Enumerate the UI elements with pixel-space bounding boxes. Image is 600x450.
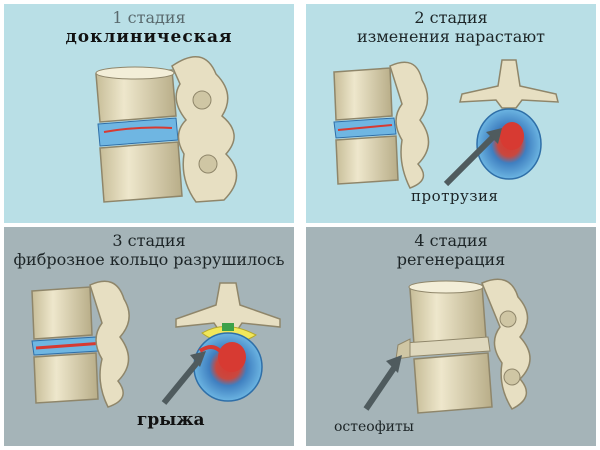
stage-3-panel: 3 стадия фиброзное кольцо разрушилось гр… [4,227,294,446]
stage-2-pointer-arrow-icon [443,131,499,187]
stage-3-illustration [31,280,281,408]
stage-1-vertebra-illustration [95,56,238,203]
stage-2-illustration [333,59,559,189]
stage-2-subtitle: изменения нарастают [356,27,546,46]
stage-4-pointer-arrow-icon [363,363,399,411]
stage-3-pointer-arrow-icon [161,357,203,405]
stage-1-panel: 1 стадия доклиническая [4,4,294,223]
stage-4-panel: 4 стадия регенерация остеофиты [306,227,596,446]
stage-2-title: 2 стадия [414,8,488,27]
stage-2-callout: протрузия [411,187,499,205]
stage-4-vertebra-illustration [363,278,531,414]
stage-1-subtitle: доклиническая [65,27,233,47]
stage-2-panel: 2 стадия изменения нарастают протрузия [306,4,596,223]
stage-4-title: 4 стадия [414,231,488,250]
stage-4-subtitle: регенерация [396,250,506,269]
stage-1-title: 1 стадия [112,8,186,27]
stage-2-vertebra-arch [459,59,559,109]
stage-3-subtitle: фиброзное кольцо разрушилось [13,250,285,269]
stage-4-callout: остеофиты [334,419,414,435]
stage-3-callout: грыжа [137,410,205,430]
stage-3-title: 3 стадия [112,231,186,250]
